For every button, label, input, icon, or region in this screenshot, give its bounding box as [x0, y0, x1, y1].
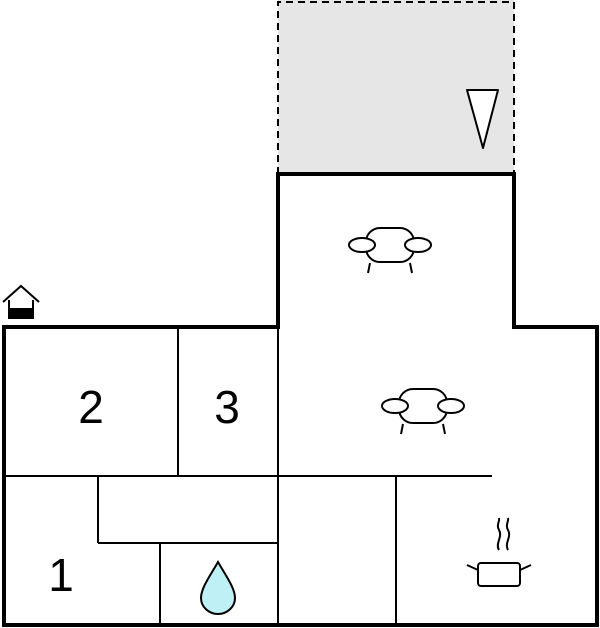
- steam-icon: [496, 517, 502, 551]
- interior-walls: [4, 327, 492, 625]
- water-drop-icon: [199, 559, 237, 616]
- terrace-fill: [278, 0, 514, 174]
- terrace-area: [277, 0, 515, 174]
- sofa-icon: [348, 227, 432, 274]
- room-1-label: 1: [48, 549, 74, 601]
- room-3-label: 3: [214, 381, 240, 433]
- triangle-marker-icon: [466, 89, 499, 149]
- steam-icon: [505, 517, 511, 551]
- cooking-pot-icon: [466, 517, 532, 587]
- outer-walls: [2, 172, 599, 627]
- terrace-dashed-border: [277, 1, 515, 174]
- sofa-icon: [381, 388, 465, 435]
- entrance-icon: [2, 284, 40, 319]
- room-2-label: 2: [78, 381, 104, 433]
